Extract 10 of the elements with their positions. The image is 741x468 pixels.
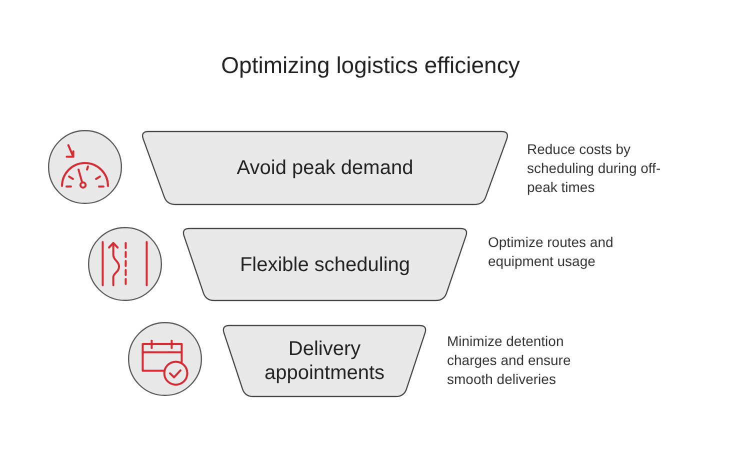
step-label: Delivery appointments: [263, 337, 386, 385]
description-text: Minimize detention charges and ensure smooth deliveries: [447, 332, 572, 389]
description-text: Reduce costs by scheduling during off-peak times: [527, 140, 662, 197]
trapezoid-box: [140, 131, 510, 205]
trapezoid-box: [221, 325, 428, 397]
step-label: Avoid peak demand: [236, 156, 414, 180]
trapezoid-box: [181, 228, 469, 301]
step-label: Flexible scheduling: [238, 252, 412, 276]
description-text: Optimize routes and equipment usage: [488, 233, 614, 271]
title: Optimizing logistics efficiency: [221, 52, 520, 79]
